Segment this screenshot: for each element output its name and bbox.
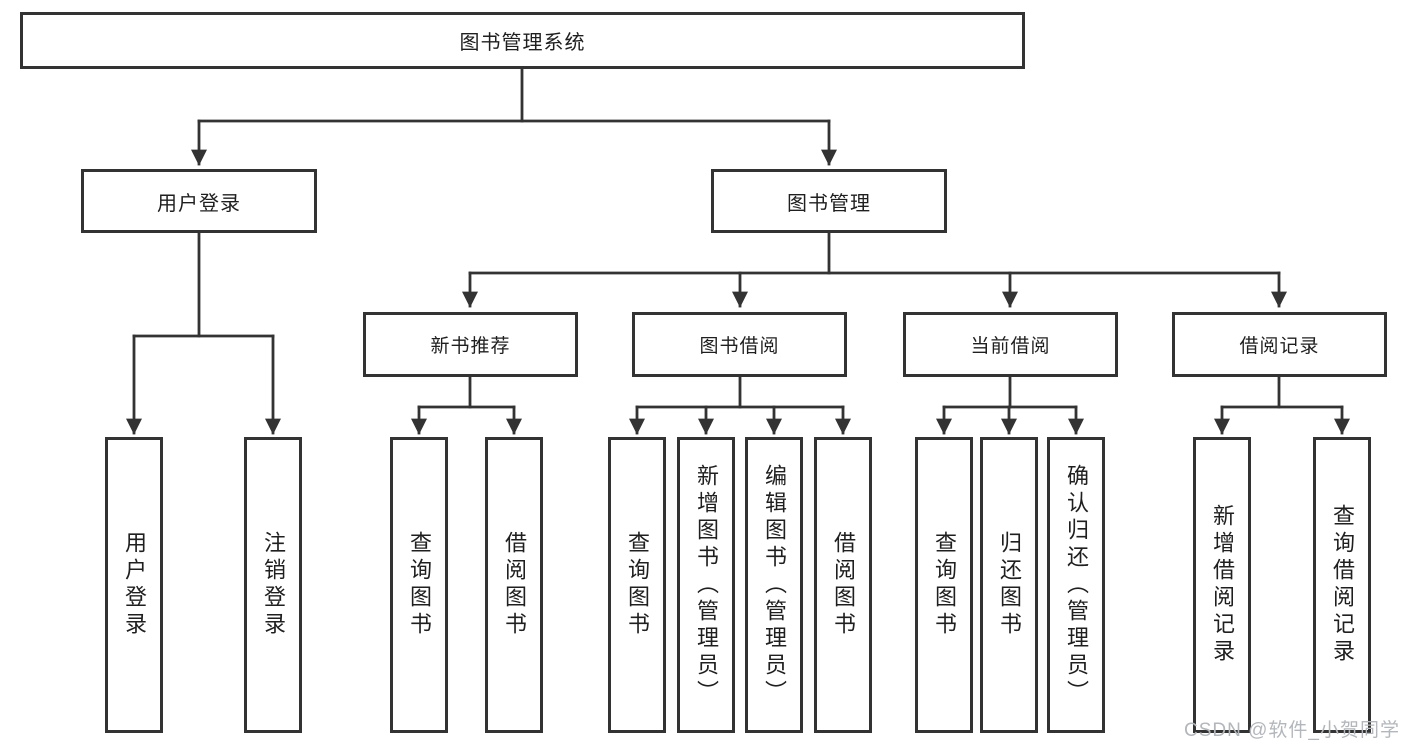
node-borrow-records: 借阅记录 xyxy=(1172,312,1387,377)
node-library-management-system: 图书管理系统 xyxy=(20,12,1025,69)
leaf-add-book-admin: 新增图书（管理员） xyxy=(677,437,735,733)
node-book-management: 图书管理 xyxy=(711,169,947,233)
node-label: 图书管理 xyxy=(787,192,871,215)
leaf-edit-book-admin: 编辑图书（管理员） xyxy=(745,437,803,733)
node-label: 查询图书 xyxy=(407,531,432,639)
node-label: 注销登录 xyxy=(261,531,286,639)
node-label: 归还图书 xyxy=(997,531,1022,639)
leaf-return-book: 归还图书 xyxy=(980,437,1038,733)
node-book-borrow: 图书借阅 xyxy=(632,312,847,377)
node-label: 查询图书 xyxy=(625,531,650,639)
leaf-confirm-return-admin: 确认归还（管理员） xyxy=(1047,437,1105,733)
leaf-user-login: 用户登录 xyxy=(105,437,163,733)
leaf-query-borrow-record: 查询借阅记录 xyxy=(1313,437,1371,733)
leaf-borrow-book: 借阅图书 xyxy=(485,437,543,733)
node-label: 编辑图书（管理员） xyxy=(762,463,787,707)
node-new-book-recommend: 新书推荐 xyxy=(363,312,578,377)
leaf-logout: 注销登录 xyxy=(244,437,302,733)
node-label: 用户登录 xyxy=(122,531,147,639)
node-label: 当前借阅 xyxy=(970,336,1051,357)
node-current-borrow: 当前借阅 xyxy=(903,312,1118,377)
node-label: 用户登录 xyxy=(157,192,241,215)
node-label: 查询借阅记录 xyxy=(1330,504,1355,666)
node-label: 确认归还（管理员） xyxy=(1064,463,1089,707)
csdn-watermark: CSDN @软件_小贺同学 xyxy=(1184,720,1400,741)
node-label: 图书借阅 xyxy=(699,336,780,357)
node-label: 查询图书 xyxy=(932,531,957,639)
node-label: 借阅图书 xyxy=(502,531,527,639)
leaf-query-book: 查询图书 xyxy=(915,437,973,733)
node-user-login: 用户登录 xyxy=(81,169,317,233)
node-label: 新书推荐 xyxy=(430,336,511,357)
leaf-query-book: 查询图书 xyxy=(390,437,448,733)
leaf-borrow-book: 借阅图书 xyxy=(814,437,872,733)
leaf-add-borrow-record: 新增借阅记录 xyxy=(1193,437,1251,733)
node-label: 新增借阅记录 xyxy=(1210,504,1235,666)
node-label: 图书管理系统 xyxy=(459,32,586,54)
node-label: 新增图书（管理员） xyxy=(694,463,719,707)
leaf-query-book: 查询图书 xyxy=(608,437,666,733)
node-label: 借阅记录 xyxy=(1239,336,1320,357)
node-label: 借阅图书 xyxy=(831,531,856,639)
